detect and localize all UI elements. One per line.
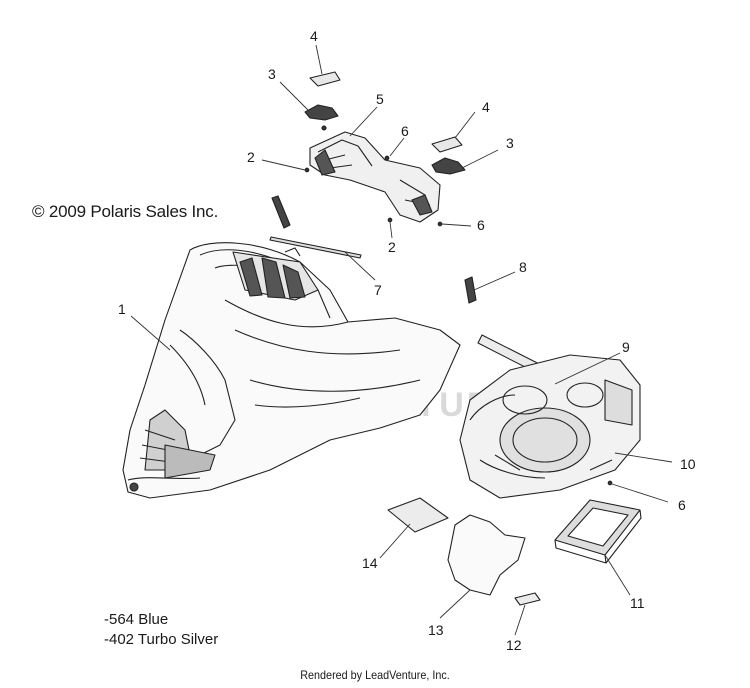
lens-part-4-right xyxy=(431,136,463,153)
callout-6-top: 6 xyxy=(401,123,409,139)
callout-3-top: 3 xyxy=(268,66,276,82)
lens-part-4-top xyxy=(309,71,341,87)
callout-9: 9 xyxy=(622,339,630,355)
callout-2-left: 2 xyxy=(247,149,255,165)
callout-1: 1 xyxy=(118,301,126,317)
console-part-5 xyxy=(309,131,441,223)
bracket-part-3-right xyxy=(431,157,466,175)
callout-6-bottom: 6 xyxy=(678,497,686,513)
callout-13: 13 xyxy=(428,622,444,638)
tray-part-11 xyxy=(554,499,642,564)
screw-2a xyxy=(304,167,310,173)
callout-labels: 1 2 2 3 3 4 4 5 6 6 6 7 8 9 10 11 12 13 … xyxy=(118,28,696,653)
callout-14: 14 xyxy=(362,555,378,571)
badge-part-14 xyxy=(387,497,449,533)
callout-4-right: 4 xyxy=(482,99,490,115)
color-variants: -564 Blue -402 Turbo Silver xyxy=(104,610,218,650)
callout-12: 12 xyxy=(506,637,522,653)
strip-part-7 xyxy=(269,236,362,259)
callout-3-right: 3 xyxy=(506,135,514,151)
screw-2b xyxy=(387,217,393,223)
screw-6c xyxy=(607,480,613,486)
callout-4-top: 4 xyxy=(310,28,318,44)
callout-6-middle: 6 xyxy=(477,217,485,233)
variant-turbo-silver: -402 Turbo Silver xyxy=(104,631,219,648)
leader-lines xyxy=(130,44,673,636)
variant-blue: -564 Blue xyxy=(104,611,169,628)
clip-part-7 xyxy=(271,195,291,229)
dash-part-10 xyxy=(459,354,641,499)
callout-2-bottom: 2 xyxy=(388,239,396,255)
screw-top xyxy=(321,125,327,131)
bracket-part-3-top xyxy=(304,104,339,121)
clip-part-8 xyxy=(464,276,477,304)
decal-part-13 xyxy=(447,514,526,596)
callout-8: 8 xyxy=(519,259,527,275)
footer-credit: Rendered by LeadVenture, Inc. xyxy=(300,668,450,682)
callout-10: 10 xyxy=(680,456,696,472)
decal-part-12 xyxy=(514,592,541,606)
callout-5: 5 xyxy=(376,91,384,107)
screw-6a xyxy=(384,155,390,161)
hood-part-1 xyxy=(122,242,461,499)
screw-6b xyxy=(437,221,443,227)
callout-7: 7 xyxy=(374,282,382,298)
callout-11: 11 xyxy=(630,595,645,611)
copyright-notice: © 2009 Polaris Sales Inc. xyxy=(32,202,219,221)
